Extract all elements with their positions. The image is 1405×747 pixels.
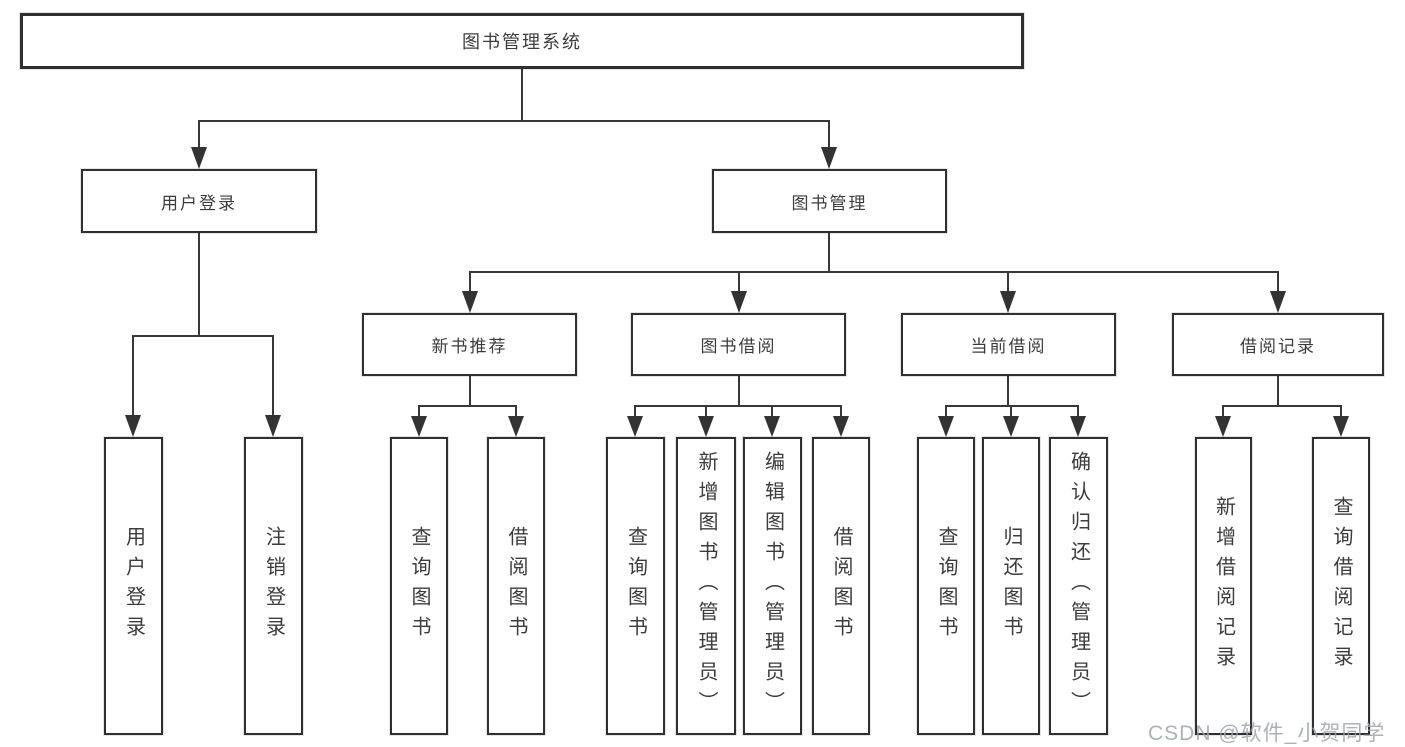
node-book-management: 图书管理: [712, 169, 947, 233]
node-borrowing-records: 借阅记录: [1172, 313, 1384, 376]
leaf-add-book-admin: 新增图书（管理员）: [676, 437, 736, 735]
leaf-query-books-current: 查询图书: [917, 437, 975, 735]
leaf-borrow-books-recommend: 借阅图书: [487, 437, 545, 735]
leaf-user-login: 用户登录: [104, 437, 163, 735]
leaf-add-borrow-record: 新增借阅记录: [1195, 437, 1252, 735]
leaf-edit-book-admin: 编辑图书（管理员）: [743, 437, 802, 735]
node-label: 新书推荐: [431, 337, 508, 356]
leaf-label: 查询图书: [935, 526, 957, 646]
node-label: 用户登录: [161, 193, 237, 213]
node-root-system: 图书管理系统: [20, 13, 1024, 69]
node-current-borrowing: 当前借阅: [901, 313, 1116, 376]
leaf-label: 确认归还（管理员）: [1067, 451, 1090, 721]
node-label: 借阅记录: [1240, 337, 1316, 356]
leaf-label: 新增借阅记录: [1212, 496, 1235, 676]
node-label: 图书管理系统: [462, 32, 582, 52]
leaf-query-borrow-record: 查询借阅记录: [1312, 437, 1370, 735]
leaf-label: 编辑图书（管理员）: [761, 451, 784, 721]
leaf-confirm-return-admin: 确认归还（管理员）: [1049, 437, 1108, 735]
node-new-book-recommend: 新书推荐: [362, 313, 577, 376]
leaf-label: 借阅图书: [505, 526, 527, 646]
leaf-borrow-books-borrowing: 借阅图书: [812, 437, 870, 735]
leaf-label: 借阅图书: [830, 526, 852, 646]
leaf-label: 注销登录: [262, 526, 285, 646]
node-label: 图书管理: [791, 193, 868, 213]
leaf-label: 新增图书（管理员）: [695, 451, 717, 721]
leaf-label: 查询借阅记录: [1330, 496, 1352, 676]
leaf-label: 归还图书: [1000, 526, 1022, 646]
leaf-label: 查询图书: [624, 526, 647, 646]
leaf-return-book: 归还图书: [982, 437, 1040, 735]
leaf-query-books-recommend: 查询图书: [390, 437, 448, 735]
leaf-logout: 注销登录: [244, 437, 303, 735]
node-user-login: 用户登录: [81, 169, 317, 233]
node-label: 图书借阅: [700, 337, 777, 356]
node-label: 当前借阅: [970, 337, 1047, 356]
leaf-label: 用户登录: [122, 526, 145, 646]
leaf-label: 查询图书: [408, 526, 430, 646]
node-book-borrowing: 图书借阅: [631, 313, 846, 376]
leaf-query-books-borrowing: 查询图书: [606, 437, 665, 735]
csdn-watermark: CSDN @软件_小贺同学: [1148, 722, 1386, 745]
